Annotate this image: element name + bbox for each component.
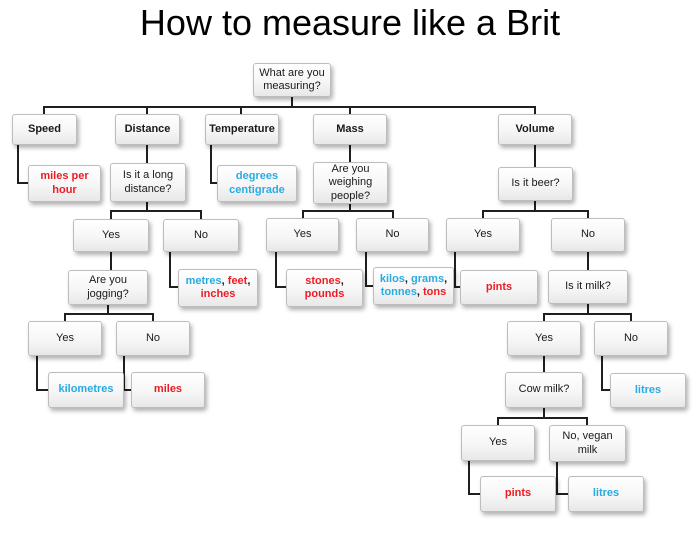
connector: [543, 313, 632, 315]
connector: [365, 252, 367, 287]
connector: [43, 106, 45, 115]
connector: [275, 286, 287, 288]
node-unit-pints-beer: pints: [460, 270, 538, 305]
connector: [454, 252, 456, 288]
connector: [543, 408, 545, 418]
connector: [556, 493, 569, 495]
node-unit-degrees-centigrade: degrees centigrade: [217, 165, 297, 202]
connector: [123, 356, 125, 391]
node-answer-distance-yes: Yes: [73, 219, 149, 252]
connector: [17, 182, 29, 184]
connector: [601, 389, 611, 391]
connector: [146, 145, 148, 164]
connector: [497, 417, 499, 426]
connector: [534, 145, 536, 168]
connector: [587, 304, 589, 314]
connector: [64, 313, 66, 322]
connector: [349, 106, 351, 115]
connector: [275, 252, 277, 288]
node-category-temperature: Temperature: [205, 114, 279, 145]
connector: [468, 461, 470, 495]
unit-segment: stones, pounds: [304, 274, 345, 300]
connector: [556, 462, 558, 495]
connector: [302, 210, 304, 219]
connector: [586, 417, 588, 426]
connector: [146, 106, 148, 115]
connector: [482, 210, 484, 219]
connector: [200, 210, 202, 220]
connector: [630, 313, 632, 322]
node-unit-litres-vegan: litres: [568, 476, 644, 512]
node-answer-beer-no: No: [551, 218, 625, 252]
node-answer-vegan-milk-no: No, vegan milk: [549, 425, 626, 462]
connector: [468, 493, 481, 495]
node-question-is-it-beer: Is it beer?: [498, 167, 573, 201]
connector: [36, 389, 49, 391]
unit-segment: metres, feet, inches: [185, 274, 251, 300]
connector: [210, 145, 212, 184]
connector: [392, 210, 394, 219]
node-unit-litres-not-milk: litres: [610, 373, 686, 408]
connector: [349, 145, 351, 163]
connector: [240, 106, 242, 115]
node-unit-kilos-grams-tonnes-tons: kilos, grams, tonnes, tons: [373, 267, 454, 305]
node-question-is-it-milk: Is it milk?: [548, 270, 628, 304]
connector: [17, 145, 19, 184]
node-unit-pints-cow-milk: pints: [480, 476, 556, 512]
node-category-distance: Distance: [115, 114, 180, 145]
connector: [169, 286, 179, 288]
node-answer-milk-no: No: [594, 321, 668, 356]
node-answer-beer-yes: Yes: [446, 218, 520, 252]
page-title: How to measure like a Brit: [139, 2, 561, 43]
connector: [349, 202, 351, 211]
connector: [534, 200, 536, 211]
node-root-question: What are you measuring?: [253, 63, 331, 97]
node-answer-jogging-yes: Yes: [28, 321, 102, 356]
connector: [36, 356, 38, 391]
connector: [169, 252, 171, 288]
connector: [454, 286, 461, 288]
connector: [497, 417, 588, 419]
connector: [601, 356, 603, 391]
node-unit-kilometres: kilometres: [48, 372, 124, 408]
node-answer-jogging-no: No: [116, 321, 190, 356]
connector: [43, 106, 536, 108]
connector: [302, 210, 394, 212]
node-unit-stones-pounds: stones, pounds: [286, 269, 363, 307]
connector: [110, 252, 112, 271]
node-category-mass: Mass: [313, 114, 387, 145]
connector: [543, 356, 545, 373]
connector: [543, 313, 545, 322]
node-unit-miles: miles: [131, 372, 205, 408]
connector: [110, 210, 112, 220]
node-question-long-distance: Is it a long distance?: [110, 163, 186, 202]
node-answer-mass-yes: Yes: [266, 218, 339, 252]
connector: [534, 106, 536, 115]
connector: [110, 210, 202, 212]
node-answer-milk-yes: Yes: [507, 321, 581, 356]
connector: [210, 182, 219, 184]
node-category-speed: Speed: [12, 114, 77, 145]
node-category-volume: Volume: [498, 114, 572, 145]
node-unit-miles-per-hour: miles per hour: [28, 165, 101, 202]
connector: [64, 313, 154, 315]
connector: [291, 97, 293, 107]
connector: [107, 305, 109, 314]
node-unit-metres-feet-inches: metres, feet, inches: [178, 269, 258, 307]
connector: [146, 201, 148, 211]
connector: [365, 285, 374, 287]
connector: [123, 389, 132, 391]
connector: [587, 252, 589, 271]
node-question-cow-milk: Cow milk?: [505, 372, 583, 408]
node-question-weighing-people: Are you weighing people?: [313, 162, 388, 204]
connector: [482, 210, 589, 212]
connector: [587, 210, 589, 219]
node-answer-cow-milk-yes: Yes: [461, 425, 535, 461]
node-answer-distance-no: No: [163, 219, 239, 252]
node-answer-mass-no: No: [356, 218, 429, 252]
connector: [152, 313, 154, 322]
unit-segment: kilos, grams, tonnes, tons: [379, 272, 448, 298]
node-question-jogging: Are you jogging?: [68, 270, 148, 305]
